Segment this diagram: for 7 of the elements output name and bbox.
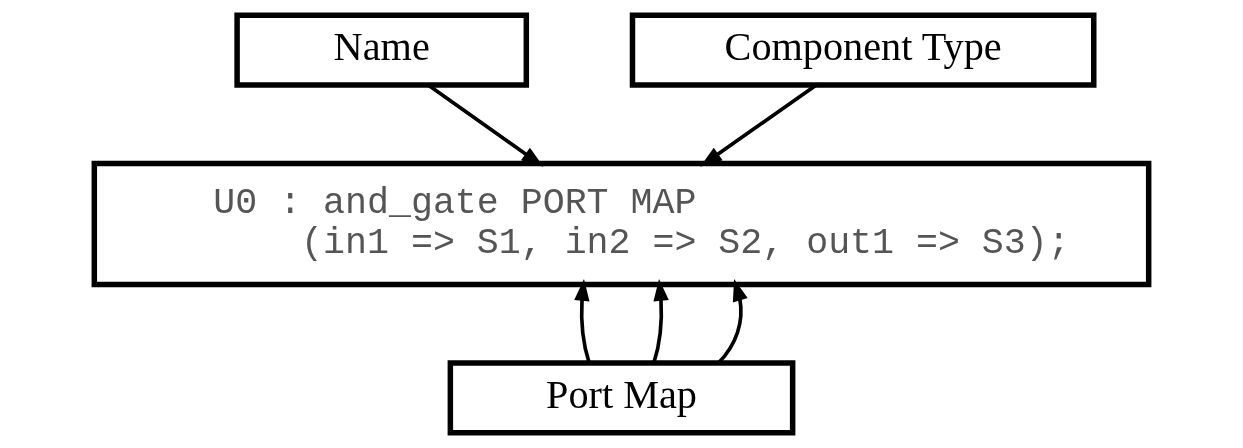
node-box: Name (234, 12, 530, 88)
node-box: Component Type (629, 12, 1097, 88)
arrow (574, 278, 591, 364)
arrow (652, 278, 669, 364)
arrow (717, 279, 748, 364)
node-box: U0 : and_gate PORT MAP (in1 => S1, in2 => S2, out1 => S3); (91, 160, 1152, 288)
node-box: Port Map (447, 360, 796, 436)
